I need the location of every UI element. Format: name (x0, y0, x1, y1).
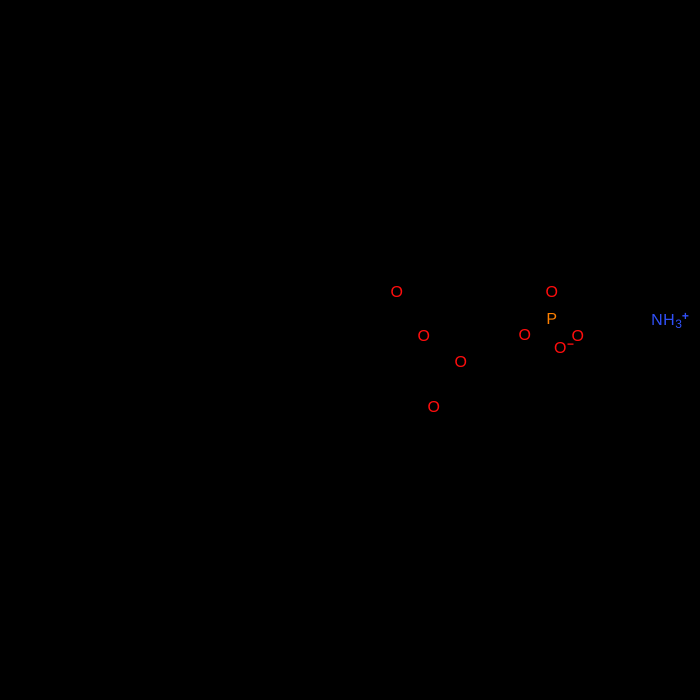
atom-symbol: O (427, 399, 441, 416)
atom-symbol: O (545, 284, 559, 301)
atom-symbol: O (390, 284, 404, 301)
ester-oxygen-upper-label: O (418, 329, 431, 345)
atom-symbol: O (417, 328, 431, 345)
atom-symbol: O (454, 354, 468, 371)
phosphorus-label: P (546, 312, 557, 328)
carbonyl-oxygen-bottom-label: O (428, 400, 441, 416)
atom-symbol: P (546, 311, 558, 328)
phosphate-oxygen-right-label: O (572, 329, 585, 345)
atom-symbol: O (571, 328, 585, 345)
atom-symbol: NH (651, 312, 676, 329)
ester-oxygen-lower-label: O (455, 355, 468, 371)
atom-count-subscript: 3 (675, 317, 682, 331)
carbonyl-oxygen-top-label: O (391, 285, 404, 301)
phosphate-oxygen-anionic-label: O− (554, 338, 574, 357)
atom-symbol: O (518, 327, 532, 344)
phosphate-oxygen-left-label: O (519, 328, 532, 344)
atom-charge-superscript: − (566, 337, 574, 351)
atom-charge-superscript: + (681, 309, 689, 323)
ammonium-group-label: NH3+ (651, 310, 689, 331)
atom-symbol: O (554, 340, 567, 357)
phosphoryl-double-bond-oxygen-label: O (546, 285, 559, 301)
